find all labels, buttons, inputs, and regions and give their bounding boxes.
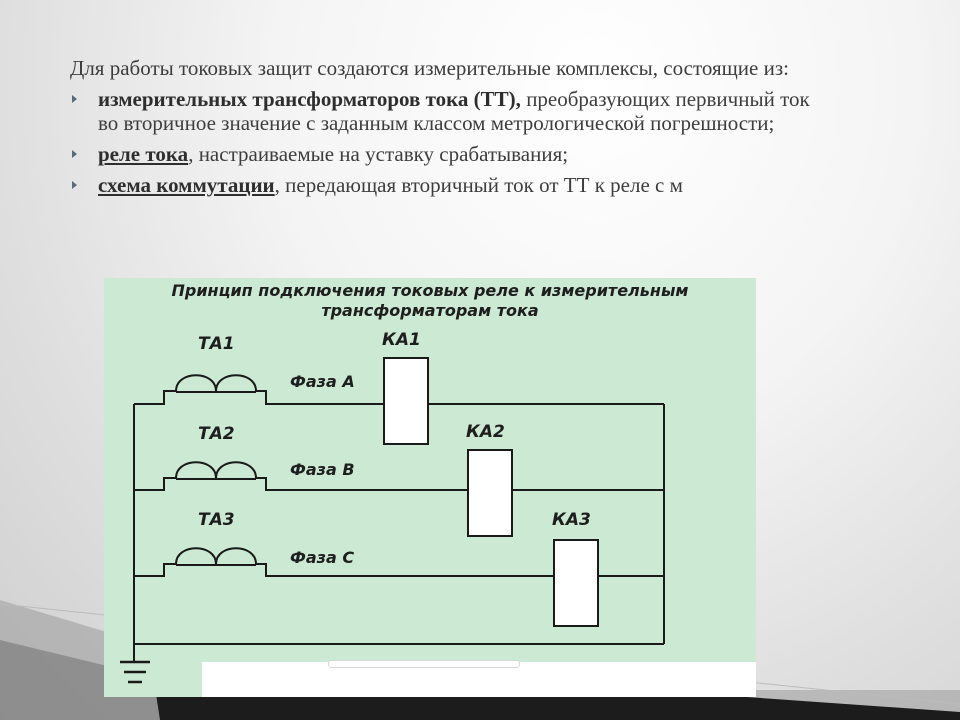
- relay-ka2: [467, 449, 513, 537]
- bullet-text: , настраиваемые на уставку срабатывания;: [188, 142, 569, 166]
- bullet-arrow-icon: [72, 95, 77, 103]
- diagram-title-line1: Принцип подключения токовых реле к измер…: [171, 281, 689, 300]
- phase-a-wire-right: [256, 390, 664, 405]
- label-phase-b: Фаза В: [290, 460, 355, 479]
- diagram-title-line2: трансформаторам тока: [321, 301, 539, 320]
- label-ka3: КА3: [552, 510, 591, 530]
- intro-text: Для работы токовых защит создаются измер…: [70, 56, 789, 80]
- phase-c-wire-left: [134, 563, 176, 577]
- bullet-relays: реле тока, настраиваемые на уставку сраб…: [70, 142, 830, 166]
- phase-b-wire-right: [256, 477, 664, 491]
- label-ka1: КА1: [382, 330, 421, 350]
- term-relays: реле тока: [98, 142, 189, 166]
- phase-a-wire-left: [134, 390, 176, 405]
- bullet-text: преобразующих первичный ток во вторичное…: [98, 87, 810, 135]
- ta1-coil: [175, 374, 257, 392]
- term-transformers: измерительных трансформаторов тока (ТТ),: [98, 87, 521, 111]
- relay-ka1: [383, 357, 429, 445]
- relay-ka3: [553, 539, 599, 627]
- bullet-arrow-icon: [72, 181, 77, 189]
- label-ta2: ТА2: [198, 424, 235, 444]
- label-phase-c: Фаза С: [290, 548, 355, 567]
- figure-overlay-bar: [328, 660, 520, 668]
- phase-b-wire-left: [134, 477, 176, 491]
- label-ta1: ТА1: [198, 334, 235, 354]
- phase-c-wire-right: [256, 563, 664, 577]
- label-ta3: ТА3: [198, 510, 235, 530]
- connection-diagram: Принцип подключения токовых реле к измер…: [104, 278, 756, 697]
- label-ka2: КА2: [466, 422, 505, 442]
- bullet-transformers: измерительных трансформаторов тока (ТТ),…: [70, 87, 830, 135]
- label-phase-a: Фаза А: [290, 372, 355, 391]
- bullet-arrow-icon: [72, 150, 77, 158]
- bullet-text: , передающая вторичный ток от ТТ к реле …: [274, 173, 683, 197]
- ta2-coil: [175, 461, 257, 479]
- bullet-circuit: схема коммутации, передающая вторичный т…: [70, 173, 830, 197]
- circuit-schematic: [120, 357, 665, 684]
- term-circuit: схема коммутации: [98, 173, 275, 197]
- slide-body: Для работы токовых защит создаются измер…: [70, 56, 830, 204]
- ta3-coil: [175, 547, 257, 565]
